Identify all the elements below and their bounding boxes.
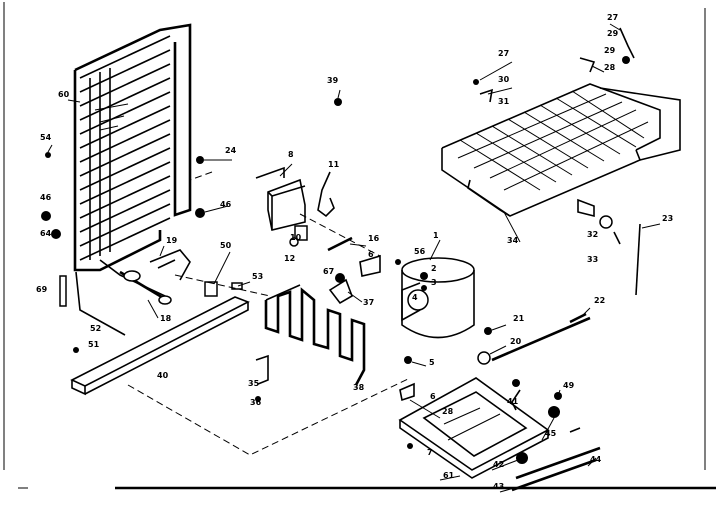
callout-c67: 67 (323, 267, 334, 276)
callout-c50: 50 (220, 241, 232, 250)
callout-c31: 31 (498, 97, 510, 106)
callout-c29b: 29 (604, 46, 616, 55)
callout-c49: 49 (563, 381, 575, 390)
callout-c56: 56 (414, 247, 426, 256)
callout-c42: 42 (493, 460, 504, 469)
callout-c23: 23 (662, 214, 673, 223)
bracket (255, 354, 269, 385)
callout-c34: 34 (507, 236, 519, 245)
callout-c8: 8 (288, 150, 294, 159)
callout-c27b: 27 (607, 13, 618, 22)
callout-c45: 45 (545, 429, 557, 438)
callout-c3: 3 (431, 278, 437, 287)
callout-c19: 19 (166, 236, 178, 245)
page-border (3, 2, 716, 490)
callout-c69: 69 (36, 285, 48, 294)
callout-c39: 39 (327, 76, 339, 85)
callout-c33: 33 (587, 255, 598, 264)
evaporator-coil (441, 83, 681, 296)
callout-c52: 52 (90, 324, 101, 333)
callout-c44: 44 (590, 455, 602, 464)
callout-c5: 5 (429, 358, 435, 367)
callout-c60: 60 (58, 90, 70, 99)
callout-c53: 53 (252, 272, 263, 281)
callout-c6: 6 (368, 250, 374, 259)
compressor-base-frame (398, 377, 550, 479)
callout-c32: 32 (587, 230, 598, 239)
callout-c54: 54 (40, 133, 52, 142)
callout-c6b: 6 (430, 392, 436, 401)
callout-c28b: 28 (604, 63, 616, 72)
callout-c40: 40 (157, 371, 169, 380)
condenser-coil (73, 23, 192, 272)
callout-c18: 18 (160, 314, 172, 323)
callout-c4: 4 (412, 293, 418, 302)
center-small-parts (327, 236, 401, 305)
callout-c41: 41 (507, 397, 519, 406)
callout-c27a: 27 (498, 49, 509, 58)
drier (119, 249, 191, 305)
callout-c64: 64 (40, 229, 52, 238)
callout-c24: 24 (225, 146, 237, 155)
callout-c10: 10 (290, 233, 302, 242)
callout-c16: 16 (368, 234, 380, 243)
callout-c7: 7 (427, 448, 433, 457)
callout-c20: 20 (510, 337, 522, 346)
callout-c35: 35 (248, 379, 260, 388)
callout-c38: 38 (353, 383, 365, 392)
callout-c46b: 46 (220, 200, 232, 209)
callout-c2: 2 (431, 264, 437, 273)
callout-c11: 11 (328, 160, 340, 169)
callout-c51: 51 (88, 340, 100, 349)
callout-c21: 21 (513, 314, 525, 323)
hot-gas-coil (264, 284, 366, 386)
assembly-dashed-lines (127, 171, 411, 456)
discharge-tube (75, 271, 126, 336)
base-rail (70, 296, 250, 396)
left-hardware (41, 98, 342, 353)
leader-lines (47, 23, 661, 493)
callout-c43: 43 (493, 482, 504, 491)
callout-c12: 12 (284, 254, 295, 263)
relay-box (255, 166, 308, 247)
callout-c28: 28 (442, 407, 454, 416)
callout-c37: 37 (363, 298, 374, 307)
callout-c36: 36 (250, 398, 262, 407)
callout-c1: 1 (433, 231, 439, 240)
callout-c30: 30 (498, 75, 510, 84)
callout-c61: 61 (443, 471, 455, 480)
compressor (401, 257, 475, 339)
callout-c22: 22 (594, 296, 605, 305)
screw-36 (255, 396, 261, 402)
power-cord (317, 171, 335, 218)
callout-c46a: 46 (40, 193, 52, 202)
callout-c29a: 29 (607, 29, 619, 38)
callout-labels: 6054466469525140191850532446398111012166… (36, 13, 673, 491)
evaporator-hardware (473, 27, 635, 245)
